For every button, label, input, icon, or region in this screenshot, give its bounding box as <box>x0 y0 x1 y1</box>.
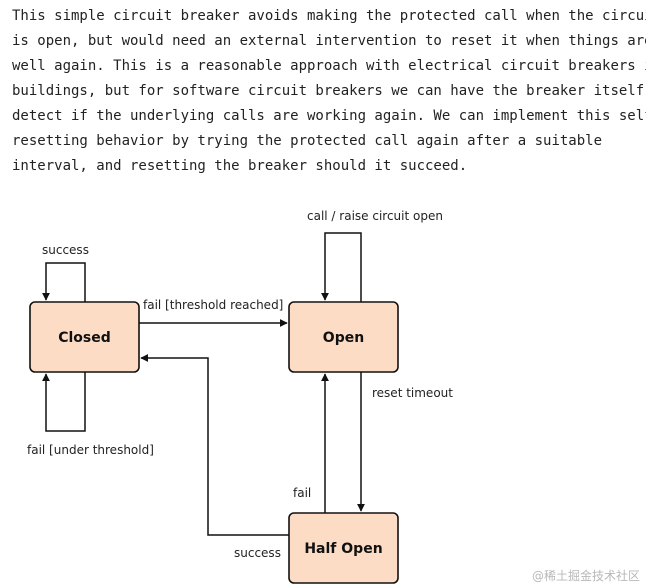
open-self-loop-arrow <box>321 232 362 302</box>
paragraph-line: resetting behavior by trying the protect… <box>12 133 603 149</box>
paragraph-line: detect if the underlying calls are worki… <box>12 108 646 124</box>
state-open-label: Open <box>323 330 364 346</box>
state-closed-label: Closed <box>58 330 111 346</box>
closed-success-label: success <box>42 243 89 257</box>
state-open-box <box>288 301 399 373</box>
half-open-fail-label: fail <box>293 486 311 500</box>
paragraph-line: interval, and resetting the breaker shou… <box>12 158 468 174</box>
reset-timeout-label: reset timeout <box>372 386 453 400</box>
paragraph-line: is open, but would need an external inte… <box>12 33 646 49</box>
state-half-open-label: Half Open <box>304 541 382 557</box>
open-self-loop-label: call / raise circuit open <box>307 209 443 223</box>
paragraph-line: This simple circuit breaker avoids makin… <box>12 8 646 24</box>
paragraph-line: buildings, but for software circuit brea… <box>12 83 645 99</box>
state-half-open-box <box>288 512 399 584</box>
half-open-success-label: success <box>234 546 281 560</box>
closed-to-open-label: fail [threshold reached] <box>143 298 283 312</box>
intro-paragraph: This simple circuit breaker avoids makin… <box>12 4 646 179</box>
closed-fail-under-label: fail [under threshold] <box>27 443 154 457</box>
closed-fail-under-loop-arrow <box>42 372 86 432</box>
watermark: @稀土掘金技术社区 <box>531 569 640 583</box>
closed-success-loop-arrow <box>42 262 86 302</box>
paragraph-line: well again. This is a reasonable approac… <box>12 58 646 74</box>
half-open-to-closed-arrow <box>140 354 289 536</box>
